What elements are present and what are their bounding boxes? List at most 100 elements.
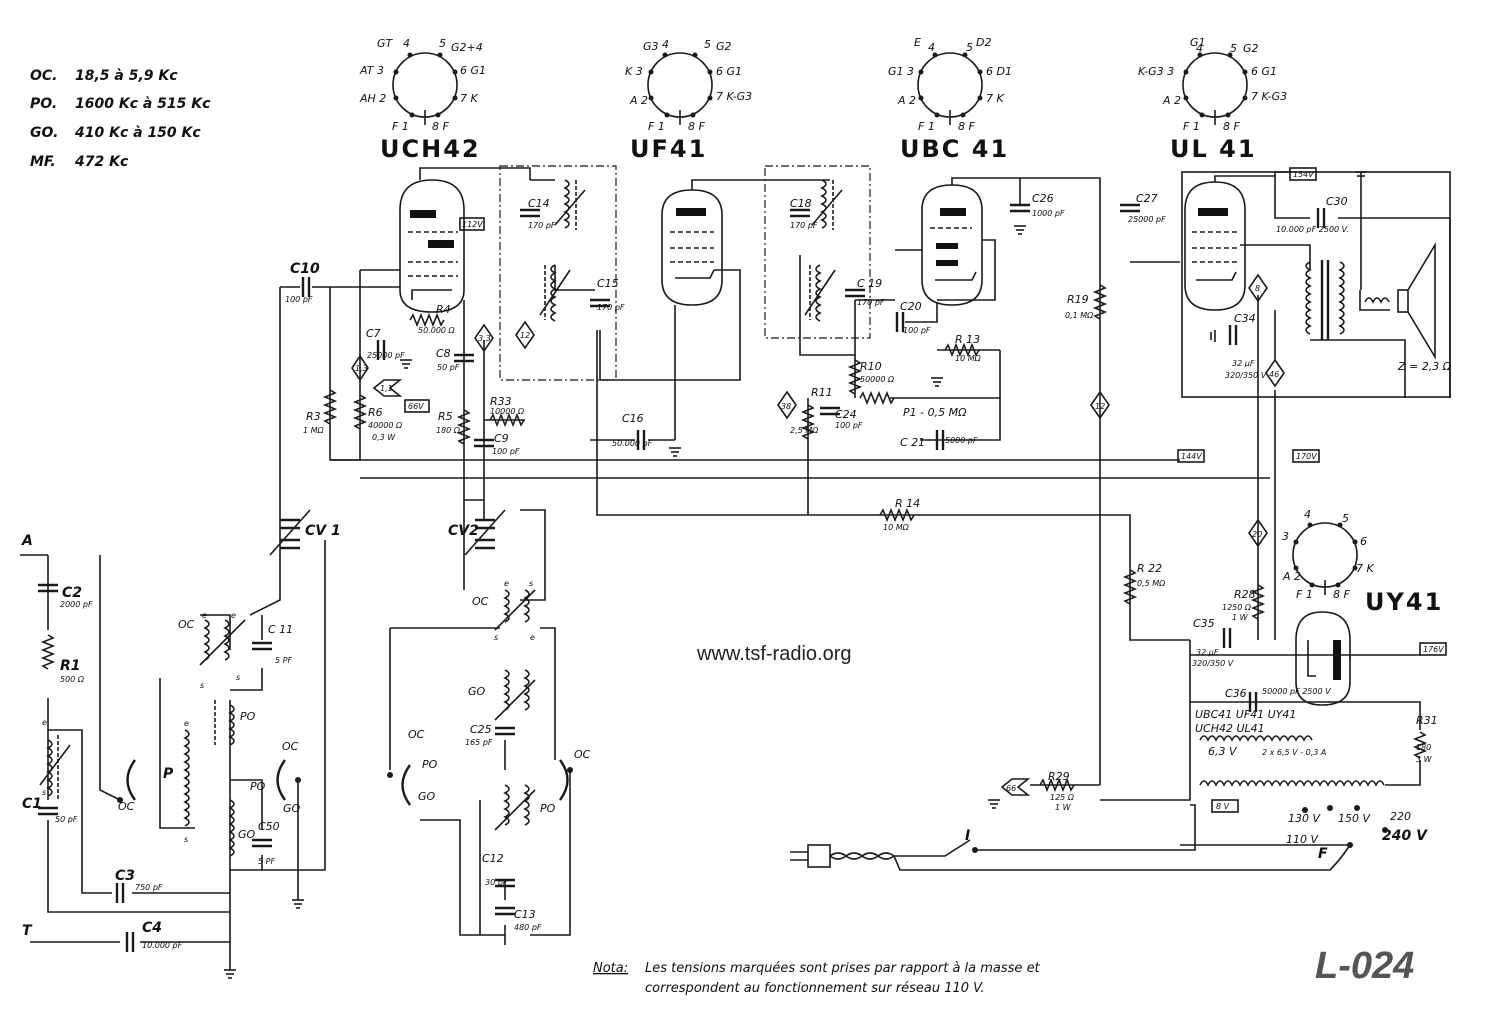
tp-13: 1,3 (351, 354, 369, 382)
pin-label: AT 3 (359, 64, 384, 77)
c7-label: C7 (366, 327, 381, 340)
c20-label: C20 (900, 300, 922, 313)
pin-label: 4 (403, 37, 410, 50)
pin-label: G2+4 (451, 41, 483, 54)
tp-label: 38 (781, 402, 791, 411)
c12-value: 30 pF (485, 878, 508, 887)
c10-label: C10 (290, 261, 320, 277)
tp-label: 46 (1269, 370, 1279, 379)
c26-label: C26 (1032, 192, 1054, 205)
c25-label: C25 (470, 723, 492, 736)
c12-symbol (495, 878, 515, 888)
watermark-url: www.tsf-radio.org (696, 643, 852, 665)
pin-label: 5 (1230, 42, 1237, 55)
c10-symbol (301, 277, 311, 297)
tp-12b: 12 (1090, 390, 1110, 420)
pin-label: A 2 (629, 94, 648, 107)
c34-volt: 320/350 V (1225, 371, 1267, 380)
pin-label: GT (377, 37, 394, 50)
band-oc-range: 18,5 à 5,9 Kc (75, 68, 178, 84)
p-coil-label: P (163, 766, 174, 782)
tap-130: 130 V (1288, 812, 1321, 825)
r11-symbol (800, 404, 816, 440)
switch-oc-label: OC (118, 800, 135, 813)
nota-line-1: Les tensions marquées sont prises par ra… (645, 961, 1041, 976)
tube-name-uch42: UCH42 (380, 135, 481, 163)
pinout-ubc41: E 4 5 D2 G1 3 6 D1 A 2 7 K F 1 8 F UBC 4… (888, 36, 1012, 163)
pin-label: F 1 (648, 120, 665, 133)
nota-label: Nota: (593, 961, 628, 976)
test-points: 1,3 3,3 12 1,1 38 12 8 46 20 66 (351, 273, 1285, 796)
c30-value: 10.000 pF 2500 V. (1276, 225, 1349, 234)
tube-name-ubc41: UBC 41 (900, 135, 1009, 163)
pin-label: G2 (1243, 42, 1259, 55)
pin-label: G1 (1190, 36, 1206, 49)
voltage-8: 8 V (1216, 802, 1230, 811)
voltage-boxes: 112V 66V 154V 144V 170V 176V 8 V (404, 167, 1447, 813)
osc-switch-oc: OC (408, 728, 425, 741)
c21-value: 5000 pF (945, 436, 978, 445)
coil-s: s (184, 835, 188, 844)
switch-oc-label: OC (282, 740, 299, 753)
c16-label: C16 (622, 412, 644, 425)
r13-value: 10 MΩ (955, 354, 982, 363)
osc-go-label: GO (468, 685, 486, 698)
cv2-symbol (464, 509, 506, 556)
osc-switch-oc2: OC (574, 748, 591, 761)
c35-value: 32 µF (1196, 648, 1219, 657)
c25-value: 165 pF (465, 738, 493, 747)
loudspeaker (1397, 242, 1436, 360)
c10-value: 100 pF (285, 295, 313, 304)
c34-label: C34 (1234, 312, 1256, 325)
pin-label: 4 (1304, 508, 1311, 521)
r19-label: R19 (1067, 293, 1089, 306)
c9-value: 100 pF (492, 447, 520, 456)
c7-symbol (376, 340, 386, 360)
c27-symbol (1120, 203, 1140, 213)
pin-label: K-G3 3 (1138, 65, 1174, 78)
pin-label: 8 F (1333, 588, 1350, 601)
pinout-uch42: GT 4 5 G2+4 AT 3 6 G1 AH 2 7 K F 1 8 F U… (359, 37, 486, 163)
r33-label: R33 (490, 395, 512, 408)
coil-s: s (529, 579, 533, 588)
pinout-ul41: G1 4 5 G2 K-G3 3 6 G1 A 2 7 K-G3 F 1 8 F… (1138, 36, 1287, 163)
r6-value: 40000 Ω (368, 421, 403, 430)
pin-label: 6 (1360, 535, 1367, 548)
c11-symbol (252, 641, 272, 651)
c19-value: 170 pF (857, 298, 885, 307)
band-po-range: 1600 Kc à 515 Kc (75, 96, 211, 112)
r22-label: R 22 (1137, 562, 1162, 575)
c36-value: 50000 pF 2500 V (1262, 687, 1331, 696)
tube-name-uy41: UY41 (1365, 588, 1443, 616)
r1-symbol (40, 634, 56, 670)
coil-labels: OC PO GO P OC OC PO GO OC GO PO OC PO GO… (42, 579, 591, 844)
tp-20: 20 (1248, 518, 1268, 548)
oc-label: OC (178, 618, 195, 631)
c9-symbol (474, 438, 494, 448)
osc-po-label: PO (540, 802, 556, 815)
tp-33: 3,3 (474, 323, 494, 353)
c3-value: 750 pF (135, 883, 163, 892)
c25-symbol (495, 726, 515, 736)
fuse-label: F (1318, 846, 1328, 862)
pin-label: 4 (1196, 42, 1203, 55)
tube-name-uf41: UF41 (630, 135, 707, 163)
r19-value: 0,1 MΩ (1065, 311, 1094, 320)
c35-symbol (1222, 628, 1232, 648)
r33-value: 10000 Ω (490, 407, 525, 416)
coil-e: e (42, 718, 47, 727)
pin-label: A 2 (1162, 94, 1181, 107)
c24-label: C24 (835, 408, 857, 421)
coil-s: s (236, 673, 240, 682)
coil-s: s (200, 681, 204, 690)
r28-value: 1250 Ω (1222, 603, 1252, 612)
c14-symbol (520, 208, 540, 218)
pin-label: 6 D1 (986, 65, 1012, 78)
pin-label: 7 K (460, 92, 478, 105)
go-label: GO (238, 828, 256, 841)
c36-symbol (1248, 692, 1258, 712)
po-label: PO (240, 710, 256, 723)
tube-name-ul41: UL 41 (1170, 135, 1257, 163)
c15-label: C15 (597, 277, 619, 290)
c8-value: 50 pF (437, 363, 460, 372)
